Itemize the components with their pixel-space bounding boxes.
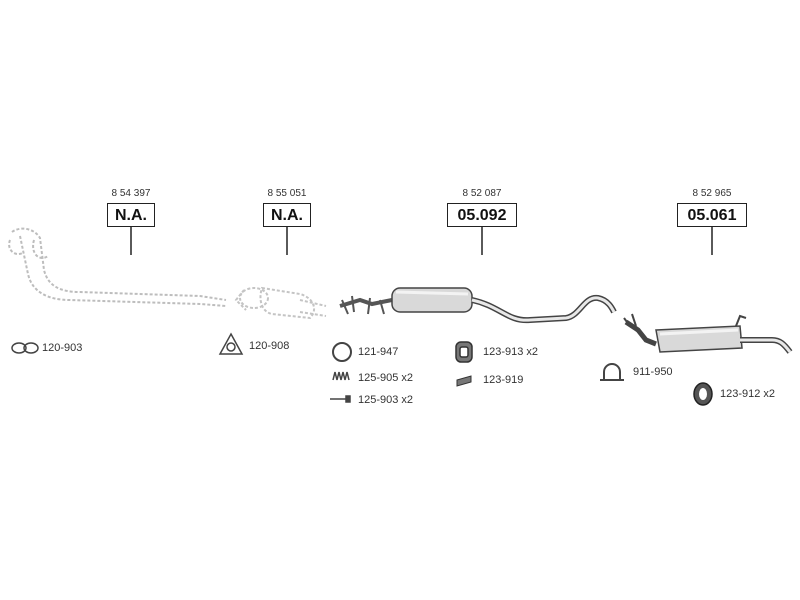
assembly-ref-2: 8 55 051 — [267, 188, 307, 199]
assembly-ref-3: 8 52 087 — [462, 188, 502, 199]
part-label-120-903: 120-903 — [42, 342, 83, 354]
rear-muffler — [623, 313, 793, 354]
spring-icon — [332, 371, 350, 381]
rubber-mount-icon — [693, 382, 713, 406]
part-label-125-905: 125-905 x2 — [358, 372, 414, 384]
clip-icon — [456, 375, 472, 387]
assembly-code-4: 05.061 — [677, 203, 747, 227]
part-label-911-950: 911-950 — [633, 366, 673, 378]
part-label-120-908: 120-908 — [249, 340, 290, 352]
bolt-icon — [330, 395, 351, 403]
gasket-ring-pair-icon — [11, 342, 39, 354]
middle-muffler — [339, 287, 617, 324]
assembly-code-2: N.A. — [263, 203, 311, 227]
front-pipe-section — [8, 227, 227, 307]
part-label-123-912: 123-912 x2 — [720, 388, 776, 400]
part-label-123-919: 123-919 — [483, 374, 524, 386]
triangle-flange-gasket-icon — [218, 332, 244, 355]
part-label-123-913: 123-913 x2 — [483, 346, 539, 358]
ring-gasket-icon — [332, 342, 352, 362]
assembly-code-1: N.A. — [107, 203, 155, 227]
catalytic-section — [234, 286, 327, 320]
part-label-121-947: 121-947 — [358, 346, 399, 358]
assembly-ref-4: 8 52 965 — [692, 188, 732, 199]
assembly-ref-1: 8 54 397 — [111, 188, 151, 199]
pipe-clamp-icon — [600, 363, 624, 381]
part-label-125-903: 125-903 x2 — [358, 394, 414, 406]
rubber-hanger-icon — [455, 341, 473, 363]
assembly-code-3: 05.092 — [447, 203, 517, 227]
